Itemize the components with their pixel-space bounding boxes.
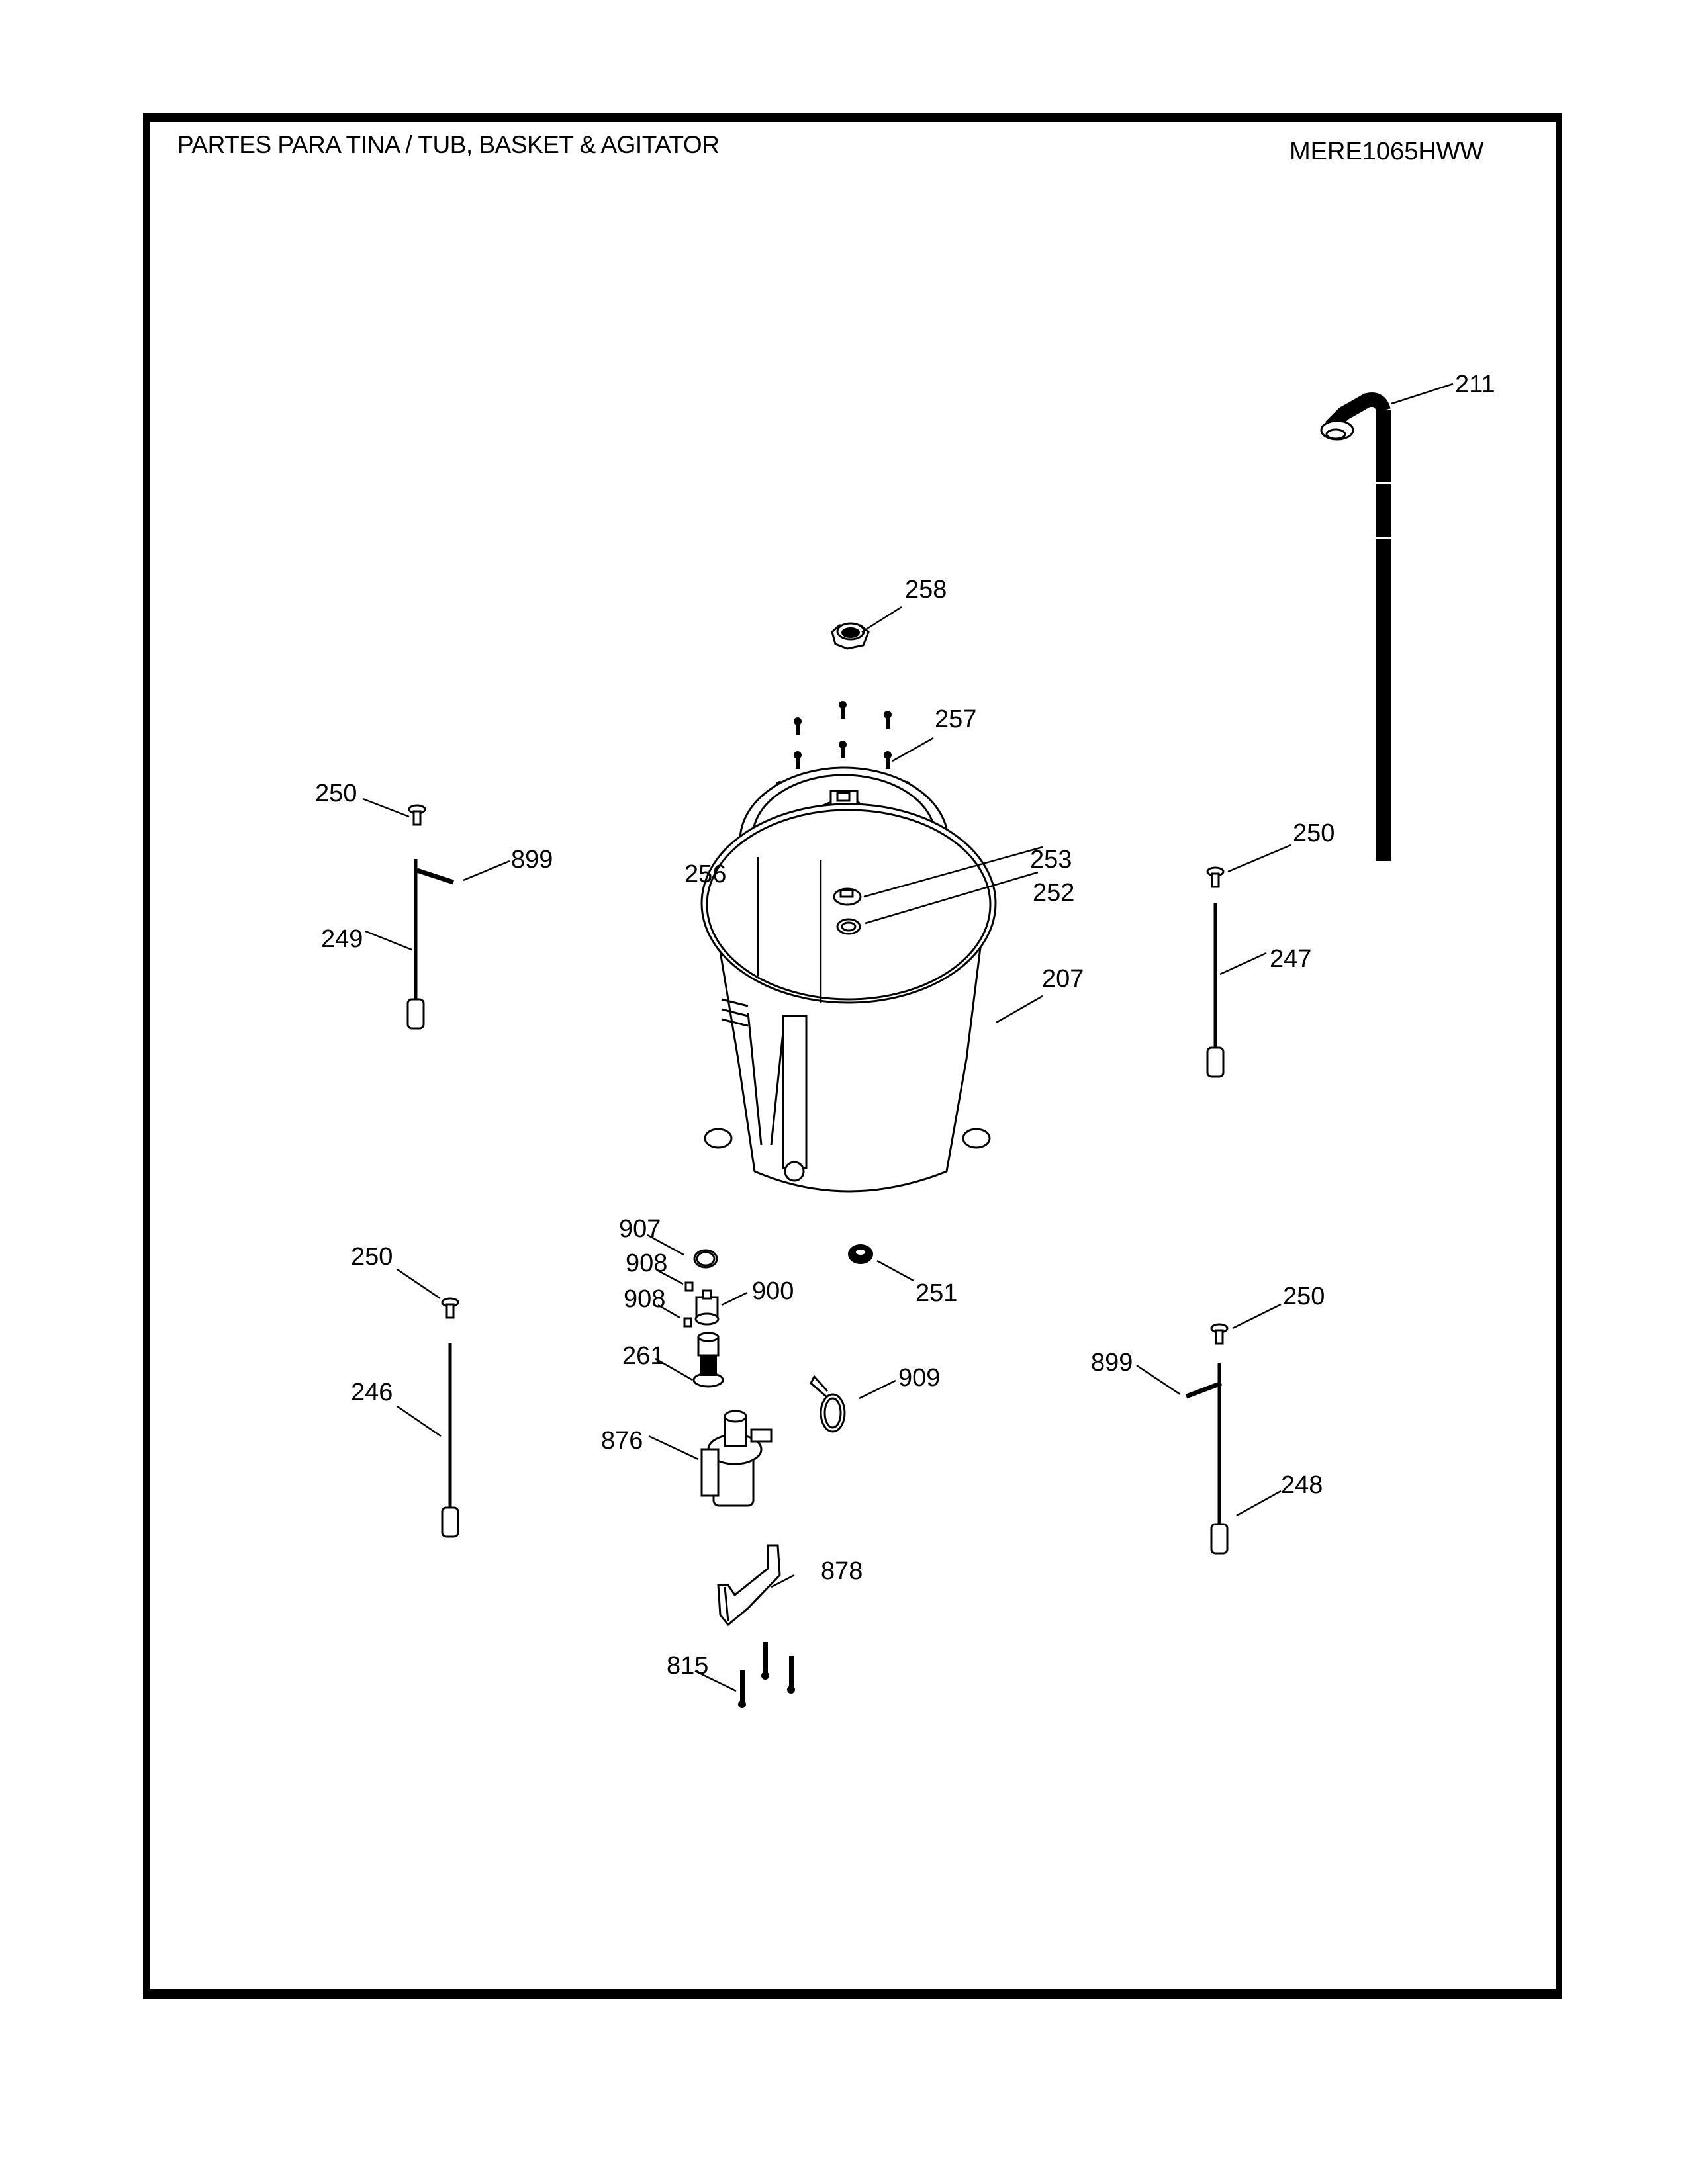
callout-908-b: 908 [624,1285,666,1313]
rod-clip-899-l[interactable] [416,868,455,885]
seal-251[interactable] [848,1244,873,1264]
leader-899-r [1136,1364,1181,1396]
callout-899-left: 899 [511,846,553,874]
leader-251 [876,1259,914,1282]
drain-pump-876[interactable] [700,1410,773,1507]
leader-253 [863,846,1043,898]
leader-211 [1391,383,1454,405]
callout-247: 247 [1270,945,1312,973]
callout-252: 252 [1033,879,1075,907]
model-number: MERE1065HWW [1289,138,1484,165]
leader-207 [996,995,1043,1024]
suspension-rod-248[interactable] [1210,1363,1229,1555]
callout-899-right: 899 [1091,1349,1133,1377]
callout-261: 261 [622,1342,665,1370]
drain-valve-261[interactable] [692,1332,724,1388]
drain-hose-211[interactable] [1320,392,1397,861]
callout-250-top-right: 250 [1293,819,1335,847]
callout-815: 815 [667,1652,709,1680]
callout-876: 876 [601,1427,643,1455]
callout-207: 207 [1042,965,1084,993]
leader-246 [397,1405,442,1437]
callout-250-bottom-left: 250 [351,1243,393,1271]
leader-261 [655,1357,693,1381]
nut-258[interactable] [831,622,870,650]
leader-248 [1236,1490,1282,1517]
leader-909 [859,1379,896,1400]
diagram-title: PARTES PARA TINA / TUB, BASKET & AGITATO… [177,131,720,158]
callout-256: 256 [684,860,727,888]
leader-247 [1219,952,1267,976]
callout-211: 211 [1455,371,1495,398]
rod-pivot-250-tl[interactable] [408,804,426,826]
suspension-rod-249[interactable] [406,859,425,1030]
leader-252 [865,871,1039,925]
o-ring-907[interactable] [693,1249,718,1269]
callout-250-bottom-right: 250 [1283,1283,1325,1310]
callout-907: 907 [619,1215,661,1243]
leader-876 [648,1435,699,1461]
leader-878 [771,1574,795,1588]
callout-249: 249 [321,925,363,953]
page-border-frame [143,113,1562,1999]
washer-252[interactable] [836,918,861,935]
callout-253: 253 [1030,846,1072,874]
rod-pivot-250-tr[interactable] [1206,866,1225,888]
leader-908-b [657,1304,680,1319]
leader-899-l [463,860,510,882]
valve-cap-900[interactable] [694,1289,720,1326]
clip-908-b[interactable] [683,1317,692,1328]
hose-clamp-909[interactable] [810,1375,846,1433]
suspension-rod-246[interactable] [441,1343,459,1538]
leader-258 [861,606,902,633]
rod-pivot-250-bl[interactable] [441,1297,459,1319]
leader-815 [694,1670,737,1692]
rod-pivot-250-br[interactable] [1210,1323,1229,1345]
callout-257: 257 [935,705,977,733]
callout-900: 900 [752,1277,794,1305]
leader-250-tr [1227,844,1291,873]
bushing-253[interactable] [833,887,862,906]
suspension-rod-247[interactable] [1206,903,1225,1078]
leader-249 [365,930,412,951]
callout-258: 258 [905,576,947,604]
callout-246: 246 [351,1379,393,1406]
leader-257 [892,737,934,762]
pump-bracket-878[interactable] [717,1544,781,1627]
leader-250-bl [397,1268,441,1300]
callout-248: 248 [1281,1471,1323,1499]
callout-250-top-left: 250 [315,780,357,807]
callout-909: 909 [898,1364,941,1392]
leader-250-tl [362,797,410,818]
rod-clip-899-r[interactable] [1185,1381,1223,1399]
leader-900 [721,1291,748,1306]
callout-878: 878 [821,1557,863,1585]
clip-908-a[interactable] [684,1281,694,1292]
leader-907 [647,1234,684,1256]
tub-207[interactable] [700,803,997,1193]
leader-908-a [657,1269,684,1285]
callout-251: 251 [915,1279,958,1307]
leader-250-br [1232,1303,1282,1330]
screws-815[interactable] [738,1642,795,1708]
callout-908-a: 908 [626,1250,668,1277]
